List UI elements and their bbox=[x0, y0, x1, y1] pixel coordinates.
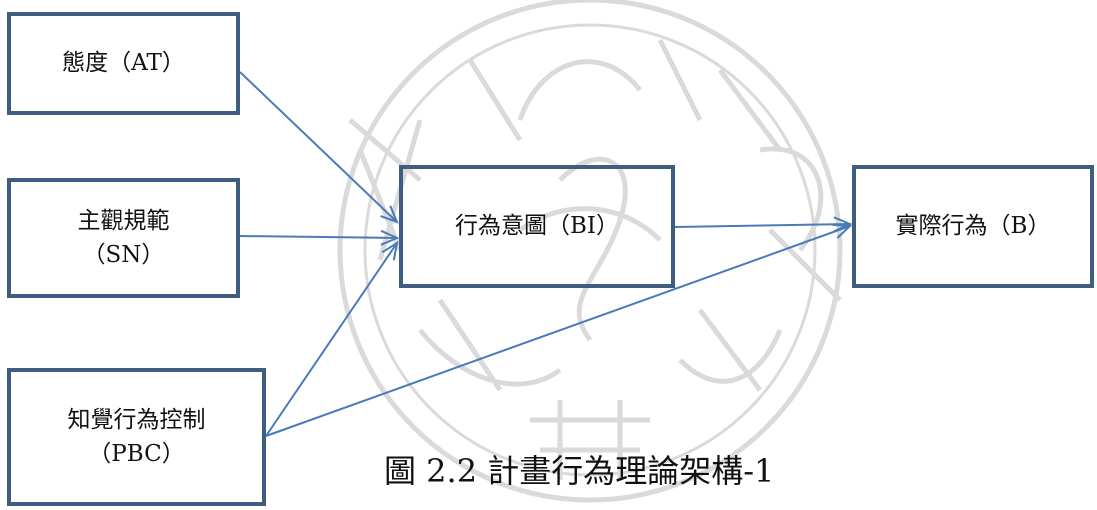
figure-caption: 圖 2.2 計畫行為理論架構-1 bbox=[384, 452, 775, 490]
node-actual-behavior: 實際行為（B） bbox=[852, 165, 1094, 288]
node-intention-label: 行為意圖（BI） bbox=[455, 213, 619, 240]
node-behavior-label: 實際行為（B） bbox=[895, 213, 1051, 240]
node-attitude: 態度（AT） bbox=[7, 12, 240, 115]
arrow-pbc-to-intention bbox=[265, 240, 399, 437]
arrow-intention-to-behavior bbox=[674, 216, 853, 233]
node-subjective-norm-label: 主觀規範 bbox=[77, 207, 170, 234]
node-attitude-label: 態度（AT） bbox=[62, 50, 185, 77]
node-perceived-behavioral-control: 知覺行為控制 （PBC） bbox=[7, 368, 266, 506]
node-subjective-norm-abbr: （SN） bbox=[82, 242, 165, 268]
arrow-attitude-to-intention bbox=[239, 71, 399, 224]
arrow-pbc-to-behavior bbox=[265, 223, 853, 437]
node-pbc-label: 知覺行為控制 bbox=[67, 406, 206, 433]
arrow-norm-to-intention bbox=[239, 229, 400, 246]
node-pbc-abbr: （PBC） bbox=[88, 441, 185, 467]
node-subjective-norm: 主觀規範 （SN） bbox=[7, 178, 240, 298]
node-behavioral-intention: 行為意圖（BI） bbox=[399, 165, 675, 288]
